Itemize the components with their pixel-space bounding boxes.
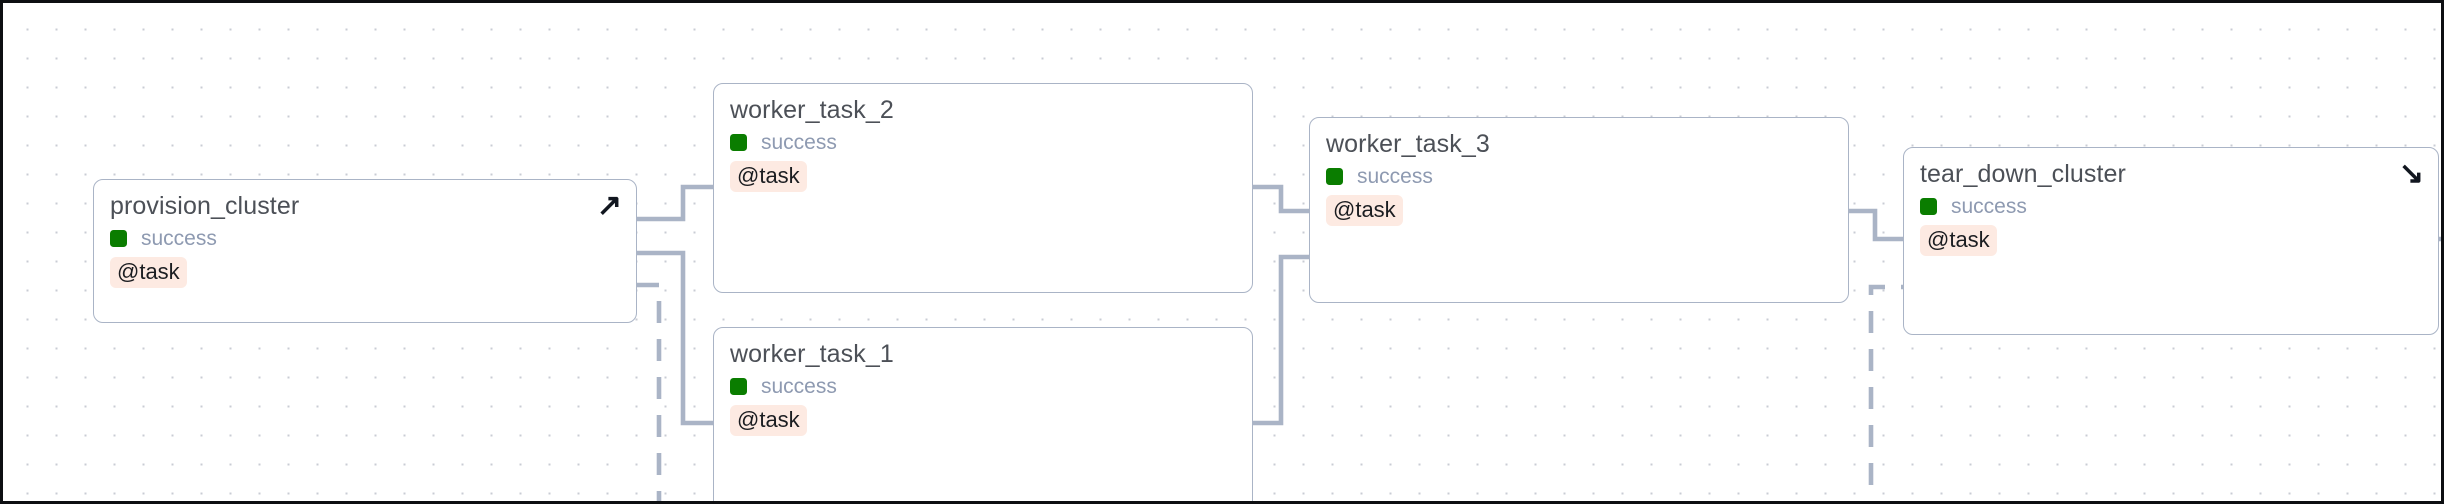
node-title: worker_task_2 — [730, 96, 894, 124]
arrow-up-right-icon[interactable]: ↗ — [596, 189, 622, 222]
node-title: worker_task_3 — [1326, 130, 1490, 158]
arrow-down-right-icon[interactable]: ↘ — [2398, 157, 2424, 190]
node-status-row: success — [730, 376, 1236, 397]
node-title: provision_cluster — [110, 192, 300, 220]
edge-provision_cluster-to-tear_down_cluster[interactable] — [637, 282, 1903, 504]
edge-worker_task_1-to-worker_task_3[interactable] — [1253, 254, 1309, 426]
edge-provision_cluster-to-worker_task_2[interactable] — [637, 184, 713, 222]
node-status-row: success — [730, 132, 1236, 153]
status-swatch-icon — [730, 133, 747, 151]
node-title: worker_task_1 — [730, 340, 894, 368]
edge-layer — [637, 184, 2441, 504]
node-status-row: success — [110, 228, 620, 249]
node-status-label: success — [761, 130, 837, 154]
node-status-row: success — [1326, 166, 1832, 187]
node-status-row: success — [1920, 196, 2422, 217]
node-operator-badge: @task — [730, 404, 807, 437]
edge-worker_task_3-to-tear_down_cluster[interactable] — [1849, 208, 1903, 242]
node-status-label: success — [1951, 194, 2027, 218]
node-operator-badge: @task — [730, 160, 807, 193]
node-status-label: success — [141, 226, 217, 250]
edge-worker_task_2-to-worker_task_3[interactable] — [1253, 184, 1309, 214]
node-status-label: success — [1357, 164, 1433, 188]
status-swatch-icon — [110, 229, 127, 247]
edge-provision_cluster-to-worker_task_1[interactable] — [637, 250, 713, 426]
node-operator-badge: @task — [110, 256, 187, 289]
node-operator-badge: @task — [1326, 194, 1403, 227]
node-operator-badge: @task — [1920, 224, 1997, 257]
node-title: tear_down_cluster — [1920, 160, 2126, 188]
node-status-label: success — [761, 374, 837, 398]
status-swatch-icon — [1920, 197, 1937, 215]
status-swatch-icon — [730, 377, 747, 395]
status-swatch-icon — [1326, 167, 1343, 185]
